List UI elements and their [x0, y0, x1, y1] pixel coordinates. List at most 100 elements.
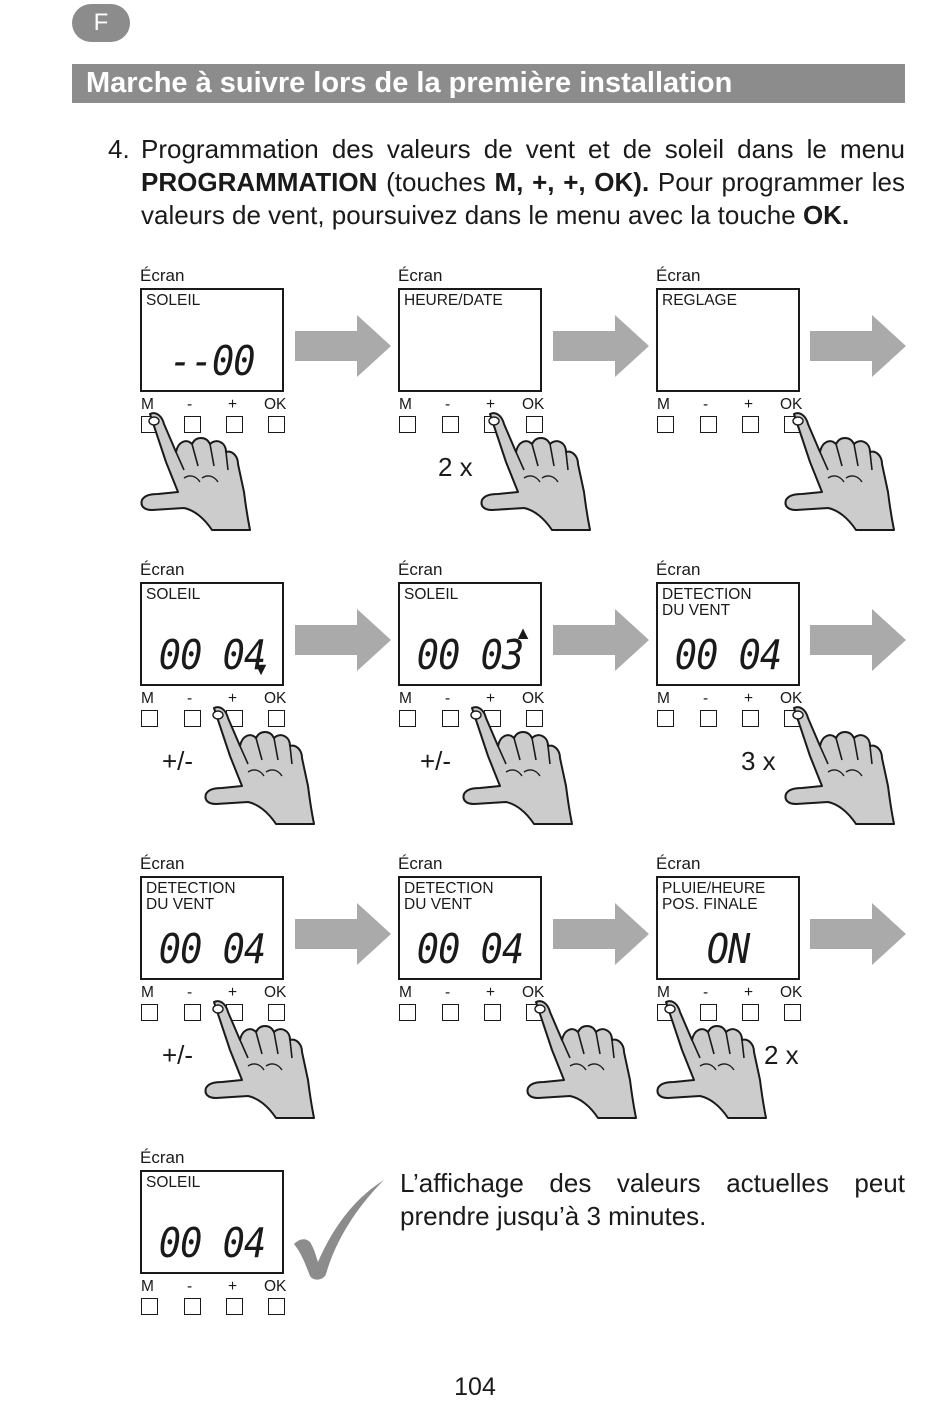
button-plus[interactable] [742, 416, 759, 433]
pointing-hand-icon [524, 1000, 642, 1120]
button-plus[interactable] [226, 1298, 243, 1315]
label-m: M [399, 690, 412, 707]
press-count: 2 x [438, 452, 473, 482]
lcd-screen: PLUIE/HEURE POS. FINALE ON [656, 876, 800, 980]
button-m[interactable] [141, 1004, 158, 1021]
label-minus: - [187, 984, 193, 1001]
panel: Écran DETECTION DU VENT 00 04 M - + OK [398, 854, 658, 1124]
press-count: 3 x [741, 746, 776, 776]
press-count: 2 x [764, 1040, 799, 1070]
button-minus[interactable] [700, 710, 717, 727]
lcd-digits: 00 04 [158, 631, 266, 680]
button-minus[interactable] [184, 416, 201, 433]
button-labels: M - + OK [398, 690, 548, 708]
lcd-screen: REGLAGE [656, 288, 800, 392]
button-minus[interactable] [184, 1004, 201, 1021]
button-minus[interactable] [700, 1004, 717, 1021]
pointing-hand-icon [782, 412, 900, 532]
button-plus[interactable] [484, 1004, 501, 1021]
lcd-screen: DETECTION DU VENT 00 04 [398, 876, 542, 980]
screen-text-line-1: DETECTION [404, 880, 494, 897]
lcd-digits: 00 04 [158, 1219, 266, 1268]
lcd-screen: SOLEIL 00 04 [140, 1170, 284, 1274]
screen-text-line-2: DU VENT [146, 896, 215, 913]
button-m[interactable] [399, 710, 416, 727]
screen-text-line-2: POS. FINALE [662, 896, 758, 913]
label-m: M [141, 690, 154, 707]
button-minus[interactable] [442, 710, 459, 727]
press-count: +/- [420, 746, 452, 776]
button-minus[interactable] [700, 416, 717, 433]
button-m[interactable] [399, 1004, 416, 1021]
label-plus: + [228, 396, 238, 413]
button-minus[interactable] [442, 416, 459, 433]
arrow-right-icon [553, 903, 649, 965]
button-plus[interactable] [742, 710, 759, 727]
lcd-digits: 00 03 [416, 631, 524, 680]
label-ok: OK [780, 396, 803, 413]
screen-label: Écran [398, 266, 443, 285]
button-labels: M - + OK [140, 984, 290, 1002]
pointing-hand-icon [138, 412, 256, 532]
screen-label: Écran [140, 854, 185, 873]
button-ok[interactable] [526, 416, 543, 433]
screen-text-line-2: DU VENT [662, 602, 731, 619]
screen-text-line-1: HEURE/DATE [404, 292, 503, 309]
pointing-hand-icon [478, 412, 596, 532]
lcd-screen: DETECTION DU VENT 00 04 [140, 876, 284, 980]
page-number: 104 [454, 1373, 496, 1401]
button-m[interactable] [657, 710, 674, 727]
button-m[interactable] [141, 1298, 158, 1315]
button-labels: M - + OK [656, 984, 806, 1002]
info-note: L’affichage des valeurs actuelles peut p… [400, 1168, 905, 1231]
step-number: 4. [108, 134, 130, 164]
arrow-right-icon [295, 315, 391, 377]
button-m[interactable] [657, 416, 674, 433]
button-m[interactable] [399, 416, 416, 433]
pointing-hand-icon [202, 1000, 320, 1120]
pointing-hand-icon [654, 1000, 772, 1120]
button-ok[interactable] [268, 416, 285, 433]
lcd-screen: SOLEIL 00 03 ▲ [398, 582, 542, 686]
button-plus[interactable] [742, 1004, 759, 1021]
label-ok: OK [264, 1278, 287, 1295]
label-minus: - [445, 690, 451, 707]
label-plus: + [486, 396, 496, 413]
button-labels: M - + OK [140, 1278, 290, 1296]
pointing-hand-icon [460, 706, 578, 826]
button-ok[interactable] [784, 1004, 801, 1021]
label-minus: - [187, 396, 193, 413]
press-count: +/- [162, 746, 194, 776]
label-plus: + [228, 690, 238, 707]
button-ok[interactable] [268, 710, 285, 727]
step-text: Programmation des valeurs de vent et de … [141, 134, 906, 230]
label-m: M [141, 396, 154, 413]
label-m: M [657, 984, 670, 1001]
lcd-digits: 00 04 [158, 925, 266, 974]
label-ok: OK [522, 984, 545, 1001]
button-labels: M - + OK [398, 984, 548, 1002]
button-minus[interactable] [442, 1004, 459, 1021]
press-count: +/- [162, 1040, 194, 1070]
section-title: Marche à suivre lors de la première inst… [86, 67, 733, 99]
button-m[interactable] [141, 710, 158, 727]
button-ok[interactable] [268, 1298, 285, 1315]
label-ok: OK [522, 690, 545, 707]
button-minus[interactable] [184, 1298, 201, 1315]
label-plus: + [744, 690, 754, 707]
label-ok: OK [264, 984, 287, 1001]
screen-label: Écran [656, 854, 701, 873]
button-labels: M - + OK [140, 690, 290, 708]
screen-label: Écran [656, 560, 701, 579]
button-ok[interactable] [268, 1004, 285, 1021]
label-m: M [141, 984, 154, 1001]
lcd-digits: 00 04 [416, 925, 524, 974]
label-m: M [141, 1278, 154, 1295]
screen-text-line-1: SOLEIL [146, 292, 201, 309]
button-ok[interactable] [526, 710, 543, 727]
label-ok: OK [522, 396, 545, 413]
screen-text-line-1: DETECTION [662, 586, 752, 603]
button-plus[interactable] [226, 416, 243, 433]
button-minus[interactable] [184, 710, 201, 727]
label-plus: + [486, 690, 496, 707]
